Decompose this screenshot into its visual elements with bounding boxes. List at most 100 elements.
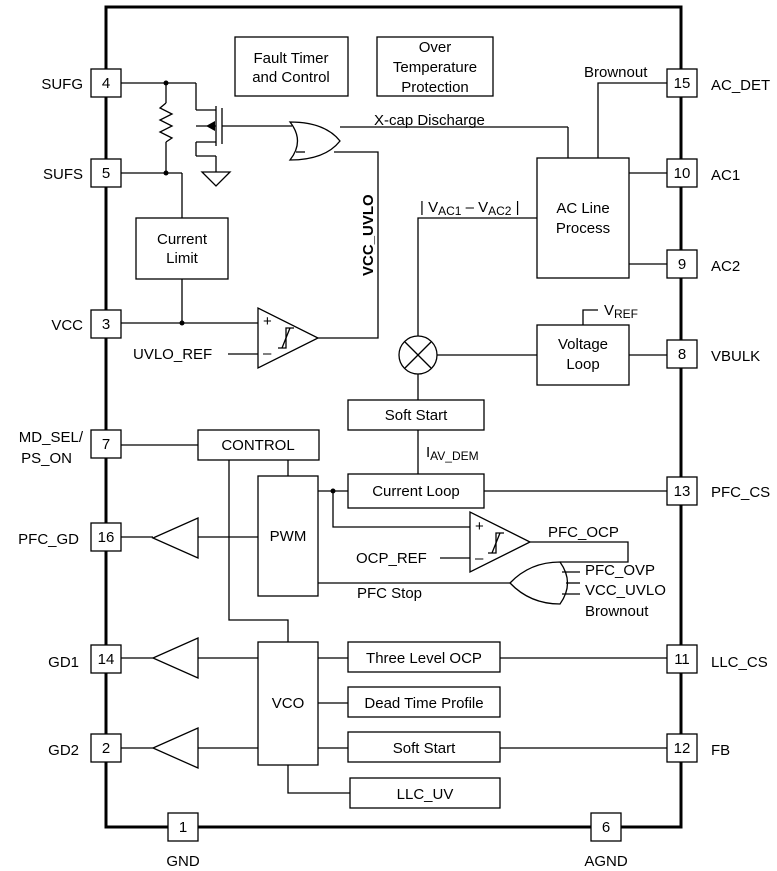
pin-number: 5 bbox=[102, 165, 110, 182]
pin-sufg: 4 SUFG bbox=[41, 68, 122, 98]
gd2-driver bbox=[151, 726, 199, 770]
pin-llc-cs: 11 LLC_CS bbox=[666, 644, 768, 674]
pin-pfc-gd: 16 PFC_GD bbox=[18, 522, 122, 552]
pin-number: 11 bbox=[674, 651, 690, 668]
pin-number: 9 bbox=[678, 256, 686, 273]
pin-number: 7 bbox=[102, 436, 110, 453]
pin-number: 1 bbox=[179, 819, 187, 836]
fault-timer-block: Fault Timer and Control bbox=[234, 36, 349, 97]
soft-start-pfc-block: Soft Start bbox=[347, 399, 485, 431]
pin-ac-det: 15 AC_DET bbox=[666, 68, 770, 98]
pin-number: 6 bbox=[602, 819, 610, 836]
sufg-sufs-network bbox=[121, 80, 292, 218]
mosfet-arrow bbox=[206, 121, 215, 131]
vref-label: VREF bbox=[604, 302, 638, 321]
brownout-top-label: Brownout bbox=[584, 64, 648, 81]
dead-time-profile-block: Dead Time Profile bbox=[347, 686, 501, 718]
svg-text:Voltage: Voltage bbox=[558, 336, 608, 353]
pin-label: PFC_GD bbox=[18, 531, 79, 548]
svg-text:Current Loop: Current Loop bbox=[372, 483, 460, 500]
pwm-block: PWM bbox=[257, 475, 319, 597]
svg-text:Three Level OCP: Three Level OCP bbox=[366, 650, 482, 667]
pin-agnd: 6 AGND bbox=[584, 812, 628, 870]
pin-ac1: 10 AC1 bbox=[666, 158, 740, 188]
svg-text:Temperature: Temperature bbox=[393, 59, 477, 76]
svg-text:Protection: Protection bbox=[401, 79, 469, 96]
pin-label: PFC_CS bbox=[711, 484, 770, 501]
current-limit-block: Current Limit bbox=[135, 217, 229, 280]
pin-md-sel: 7 MD_SEL/ PS_ON bbox=[19, 429, 122, 467]
svg-text:LLC_UV: LLC_UV bbox=[397, 786, 454, 803]
pin-gd1: 14 GD1 bbox=[48, 644, 122, 674]
pin-sufs: 5 SUFS bbox=[43, 158, 122, 188]
svg-text:Loop: Loop bbox=[566, 356, 599, 373]
pin-label: GD2 bbox=[48, 742, 79, 759]
pin-label: FB bbox=[711, 742, 730, 759]
pfc-gd-driver bbox=[151, 516, 199, 560]
pin-label: PS_ON bbox=[21, 450, 72, 467]
vcc-uvlo-vertical-label: VCC_UVLO bbox=[360, 194, 377, 276]
pin-label: LLC_CS bbox=[711, 654, 768, 671]
pin-vcc: 3 VCC bbox=[51, 309, 122, 339]
svg-text:VCO: VCO bbox=[272, 695, 305, 712]
pin-gnd: 1 GND bbox=[166, 812, 200, 870]
svg-text:–: – bbox=[475, 550, 484, 567]
pin-number: 15 bbox=[674, 75, 691, 92]
voltage-loop-block: Voltage Loop bbox=[536, 324, 630, 386]
svg-text:Limit: Limit bbox=[166, 250, 199, 267]
pin-pfc-cs: 13 PFC_CS bbox=[666, 476, 770, 506]
brownout-or-label: Brownout bbox=[585, 603, 649, 620]
pin-label: AC_DET bbox=[711, 77, 770, 94]
svg-text:Soft Start: Soft Start bbox=[385, 407, 448, 424]
svg-text:+: + bbox=[263, 313, 272, 330]
xcap-discharge-label: X-cap Discharge bbox=[374, 112, 485, 129]
pin-label: MD_SEL/ bbox=[19, 429, 84, 446]
uvlo-ref-label: UVLO_REF bbox=[133, 346, 212, 363]
pin-label: AGND bbox=[584, 853, 628, 870]
pin-number: 14 bbox=[98, 651, 115, 668]
svg-text:and Control: and Control bbox=[252, 69, 330, 86]
resistor-symbol bbox=[158, 102, 174, 143]
svg-text:–: – bbox=[263, 345, 272, 362]
current-loop-block: Current Loop bbox=[347, 473, 485, 509]
pin-label: GND bbox=[166, 853, 200, 870]
gd1-driver bbox=[151, 636, 199, 680]
svg-text:Current: Current bbox=[157, 231, 208, 248]
pin-number: 3 bbox=[102, 316, 110, 333]
ocp-comparator: + – bbox=[469, 510, 532, 574]
soft-start-llc-block: Soft Start bbox=[347, 731, 501, 763]
svg-text:Soft Start: Soft Start bbox=[393, 740, 456, 757]
ground-icon bbox=[200, 171, 232, 187]
vcc-uvlo-or-label: VCC_UVLO bbox=[585, 582, 666, 599]
iav-dem-label: IAV_DEM bbox=[426, 444, 479, 463]
pfc-stop-label: PFC Stop bbox=[357, 585, 422, 602]
pin-number: 2 bbox=[102, 740, 110, 757]
pin-label: VCC bbox=[51, 317, 83, 334]
vco-block: VCO bbox=[257, 641, 319, 766]
pin-label: SUFG bbox=[41, 76, 83, 93]
pfc-ocp-label: PFC_OCP bbox=[548, 524, 619, 541]
or-gate-xcap bbox=[288, 121, 569, 161]
pin-label: AC1 bbox=[711, 167, 740, 184]
svg-text:AC Line: AC Line bbox=[556, 200, 609, 217]
over-temperature-block: Over Temperature Protection bbox=[376, 36, 494, 97]
ocp-ref-label: OCP_REF bbox=[356, 550, 427, 567]
pin-number: 16 bbox=[98, 529, 115, 546]
control-block: CONTROL bbox=[197, 429, 320, 461]
three-level-ocp-block: Three Level OCP bbox=[347, 641, 501, 673]
pin-label: AC2 bbox=[711, 258, 740, 275]
multiplier-symbol bbox=[398, 335, 438, 375]
llc-uv-block: LLC_UV bbox=[349, 777, 501, 809]
pin-ac2: 9 AC2 bbox=[666, 249, 740, 279]
pin-number: 4 bbox=[102, 75, 110, 92]
pin-number: 12 bbox=[674, 740, 691, 757]
svg-text:Over: Over bbox=[419, 39, 452, 56]
chip-outline bbox=[104, 5, 683, 829]
svg-text:CONTROL: CONTROL bbox=[221, 437, 294, 454]
pin-label: GD1 bbox=[48, 654, 79, 671]
pin-vbulk: 8 VBULK bbox=[666, 339, 760, 369]
uvlo-comparator: + – bbox=[257, 306, 320, 370]
svg-text:Fault Timer: Fault Timer bbox=[253, 50, 328, 67]
svg-text:Process: Process bbox=[556, 220, 610, 237]
